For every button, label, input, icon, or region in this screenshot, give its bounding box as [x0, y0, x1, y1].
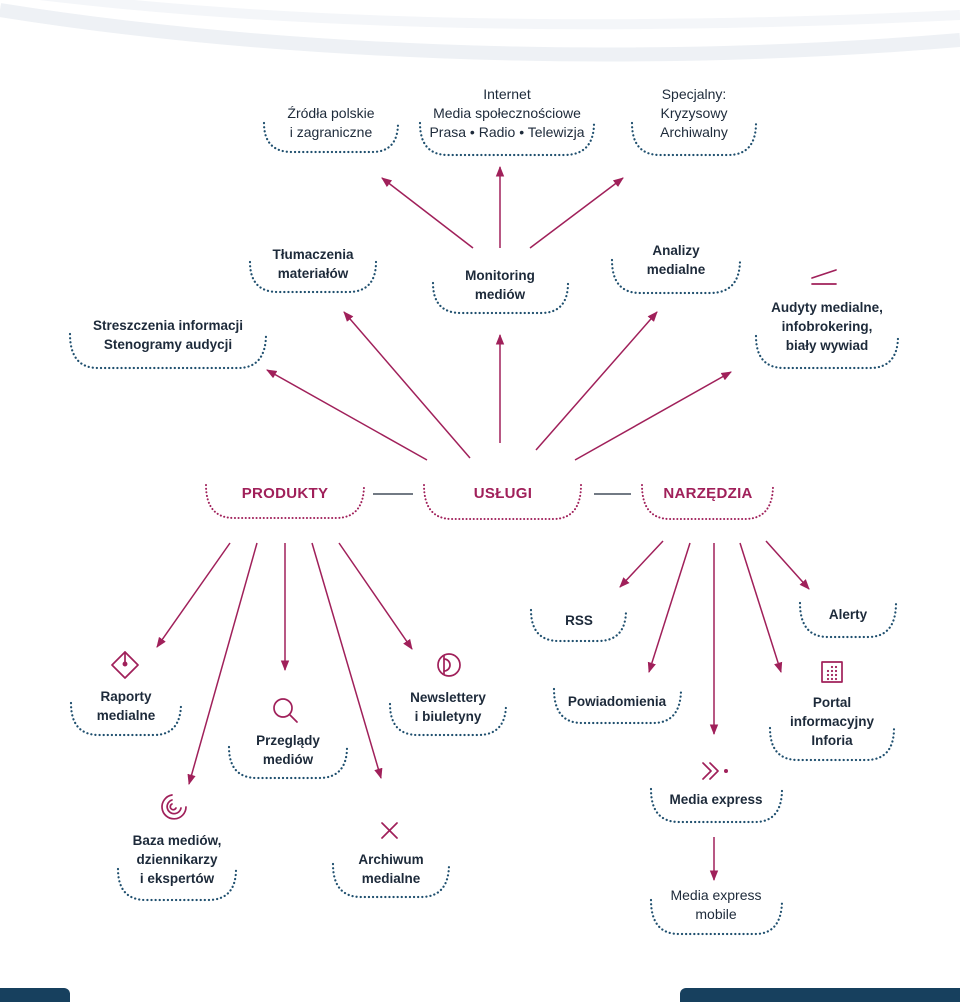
node-line: Archiwalny — [660, 124, 728, 140]
node-line: Kryzysowy — [660, 105, 728, 121]
node-monitoring: Monitoring mediów — [430, 266, 570, 304]
bracket-baza — [116, 867, 238, 902]
node-tlumaczenia: Tłumaczenia materiałów — [248, 245, 378, 283]
node-line: Archiwum — [358, 852, 424, 867]
node-line: Internet — [483, 86, 531, 102]
bracket-monitoring — [431, 281, 570, 315]
node-line: Raporty — [100, 689, 152, 704]
node-line: Media społecznościowe — [433, 105, 581, 121]
node-line: Newslettery — [410, 690, 486, 705]
node-line: Portal — [812, 695, 852, 710]
background-curves — [0, 0, 960, 62]
node-media-express: Media express — [649, 790, 783, 809]
node-line: Monitoring — [465, 268, 535, 283]
bracket-internet — [418, 121, 596, 157]
tag-icon — [111, 651, 139, 679]
node-line: i biuletyny — [414, 709, 482, 724]
node-specjalny: Specjalny: Kryzysowy Archiwalny — [628, 85, 760, 142]
bracket-media-express — [649, 787, 784, 824]
hub-uslugi: USŁUGI — [473, 485, 533, 502]
node-line: Inforia — [811, 733, 853, 748]
node-portal: Portal informacyjny Inforia — [768, 693, 896, 750]
node-przeglady: Przeglądy mediów — [228, 731, 348, 769]
node-line: medialne — [96, 708, 156, 723]
bracket-group — [68, 121, 900, 936]
hub-narzedzia: NARZĘDZIA — [663, 485, 753, 502]
cross-icon — [381, 822, 398, 839]
node-line: Prasa • Radio • Telewizja — [429, 124, 585, 140]
bracket-newslettery — [388, 702, 508, 737]
node-internet: Internet Media społecznościowe Prasa • R… — [412, 85, 602, 142]
node-line: infobrokering, — [781, 319, 873, 334]
node-line: Tłumaczenia — [272, 247, 354, 262]
node-line: Media express — [670, 887, 762, 903]
bracket-tlumaczenia — [248, 260, 378, 294]
node-archiwum: Archiwum medialne — [331, 850, 451, 888]
node-line: mediów — [262, 752, 314, 767]
node-alerty: Alerty — [798, 605, 898, 624]
bracket-analizy — [610, 258, 742, 295]
bracket-specjalny — [630, 121, 758, 157]
node-rss: RSS — [530, 611, 628, 630]
node-newslettery: Newslettery i biuletyny — [388, 688, 508, 726]
node-analizy: Analizy medialne — [610, 241, 742, 279]
node-line: i ekspertów — [139, 871, 215, 886]
node-line: informacyjny — [789, 714, 875, 729]
bracket-rss — [529, 608, 628, 643]
hub-brackets — [205, 484, 774, 520]
newsletter-icon — [437, 653, 461, 677]
bracket-produkty — [205, 484, 365, 519]
grid-icon — [821, 661, 843, 683]
node-line: Specjalny: — [661, 86, 727, 102]
node-raporty: Raporty medialne — [70, 687, 182, 725]
node-line: Powiadomienia — [567, 694, 667, 709]
node-line: Alerty — [828, 607, 868, 622]
hub-produkty: PRODUKTY — [241, 485, 329, 502]
node-zrodla: Źródła polskie i zagraniczne — [258, 104, 404, 142]
node-line: materiałów — [277, 266, 349, 281]
double-chevron-icon — [702, 762, 719, 780]
node-line: Analizy — [652, 243, 700, 258]
node-line: mobile — [695, 906, 737, 922]
bracket-portal — [768, 726, 896, 762]
bracket-zrodla — [262, 121, 400, 154]
bracket-przeglady — [227, 745, 349, 780]
node-media-express-mobile: Media express mobile — [649, 886, 783, 924]
grid-icon-dots — [724, 665, 838, 773]
bracket-archiwum — [331, 862, 451, 899]
bracket-audyty — [754, 334, 900, 370]
node-line: Baza mediów, — [132, 833, 222, 848]
node-streszczenia: Streszczenia informacji Stenogramy audyc… — [68, 316, 268, 354]
node-line: Media express — [669, 792, 763, 807]
node-line: mediów — [474, 287, 526, 302]
node-baza: Baza mediów, dziennikarzy i ekspertów — [116, 831, 238, 888]
node-line: Audyty medialne, — [771, 300, 883, 315]
node-line: medialne — [361, 871, 421, 886]
bracket-narzedzia — [641, 484, 774, 520]
node-line: Przeglądy — [256, 733, 320, 748]
bracket-powiadomienia — [552, 687, 683, 725]
node-line: i zagraniczne — [289, 124, 373, 140]
bracket-alerty — [798, 601, 898, 639]
node-line: medialne — [646, 262, 706, 277]
broadcast-icon — [161, 794, 187, 820]
node-line: Źródła polskie — [287, 105, 375, 121]
bottom-left-bar — [0, 988, 70, 1002]
magnifier-icon — [273, 698, 298, 723]
bracket-raporty — [69, 701, 183, 737]
node-audyty: Audyty medialne, infobrokering, biały wy… — [752, 298, 902, 355]
node-line: RSS — [565, 613, 593, 628]
arrows — [156, 165, 810, 882]
bracket-uslugi — [423, 484, 582, 520]
bottom-right-bar — [680, 988, 960, 1002]
node-line: dziennikarzy — [136, 852, 218, 867]
node-powiadomienia: Powiadomienia — [552, 692, 682, 711]
stacked-lines-icon — [811, 269, 837, 285]
node-line: Streszczenia informacji — [92, 318, 244, 333]
node-line: biały wywiad — [785, 338, 869, 353]
node-line: Stenogramy audycji — [103, 337, 233, 352]
